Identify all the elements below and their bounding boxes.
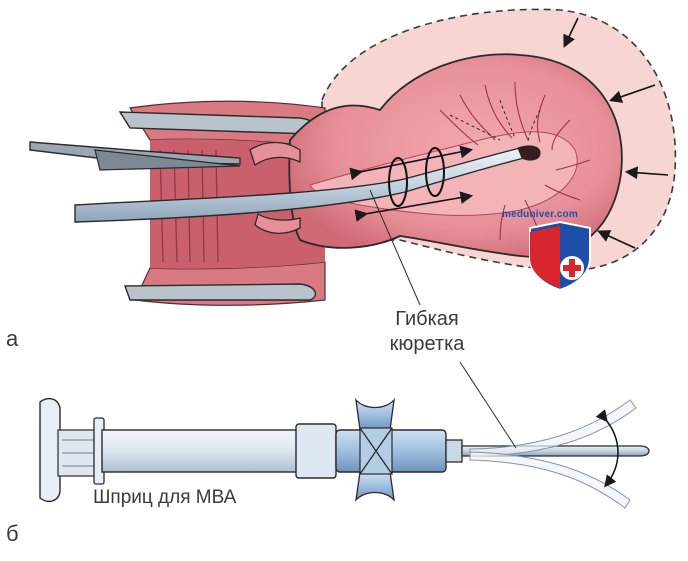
- endometrial-folds: [439, 81, 591, 241]
- valve-button-bottom[interactable]: [355, 471, 395, 503]
- flex-arrow: [595, 409, 619, 488]
- watermark-text: meduniver.com: [502, 209, 578, 220]
- plunger-ribs: [62, 439, 94, 467]
- contraction-arrows: [563, 17, 669, 249]
- curette-tip: [517, 145, 541, 161]
- speculum-lower-blade: [124, 283, 317, 301]
- valve-cross: [359, 427, 393, 475]
- curette-label-line1: Гибкая: [395, 308, 459, 330]
- tenaculum-jaw: [94, 149, 241, 171]
- curette-label-line2: кюретка: [389, 333, 465, 355]
- cervix-lower: [254, 213, 301, 234]
- syringe-plunger-flange: [39, 397, 61, 503]
- curette-bent-down: [469, 451, 631, 509]
- watermark-shield: [529, 220, 591, 292]
- panel-a-label: а: [6, 326, 19, 351]
- curette-leader-a: [369, 189, 421, 306]
- syringe-collar: [295, 423, 337, 479]
- syringe-barrel: [101, 429, 299, 473]
- syringe-nozzle: [445, 439, 463, 463]
- syringe-label: Шприц для МВА: [93, 487, 237, 508]
- valve-button-top[interactable]: [355, 398, 395, 431]
- suction-flow-lines: [449, 99, 541, 143]
- curette-label: Гибкая кюретка: [372, 307, 482, 357]
- motion-arrows: [349, 145, 474, 222]
- curette-leader-b: [459, 361, 517, 449]
- tenaculum: [29, 141, 241, 165]
- panel-b-label: б: [6, 521, 19, 546]
- cervix: [249, 141, 301, 167]
